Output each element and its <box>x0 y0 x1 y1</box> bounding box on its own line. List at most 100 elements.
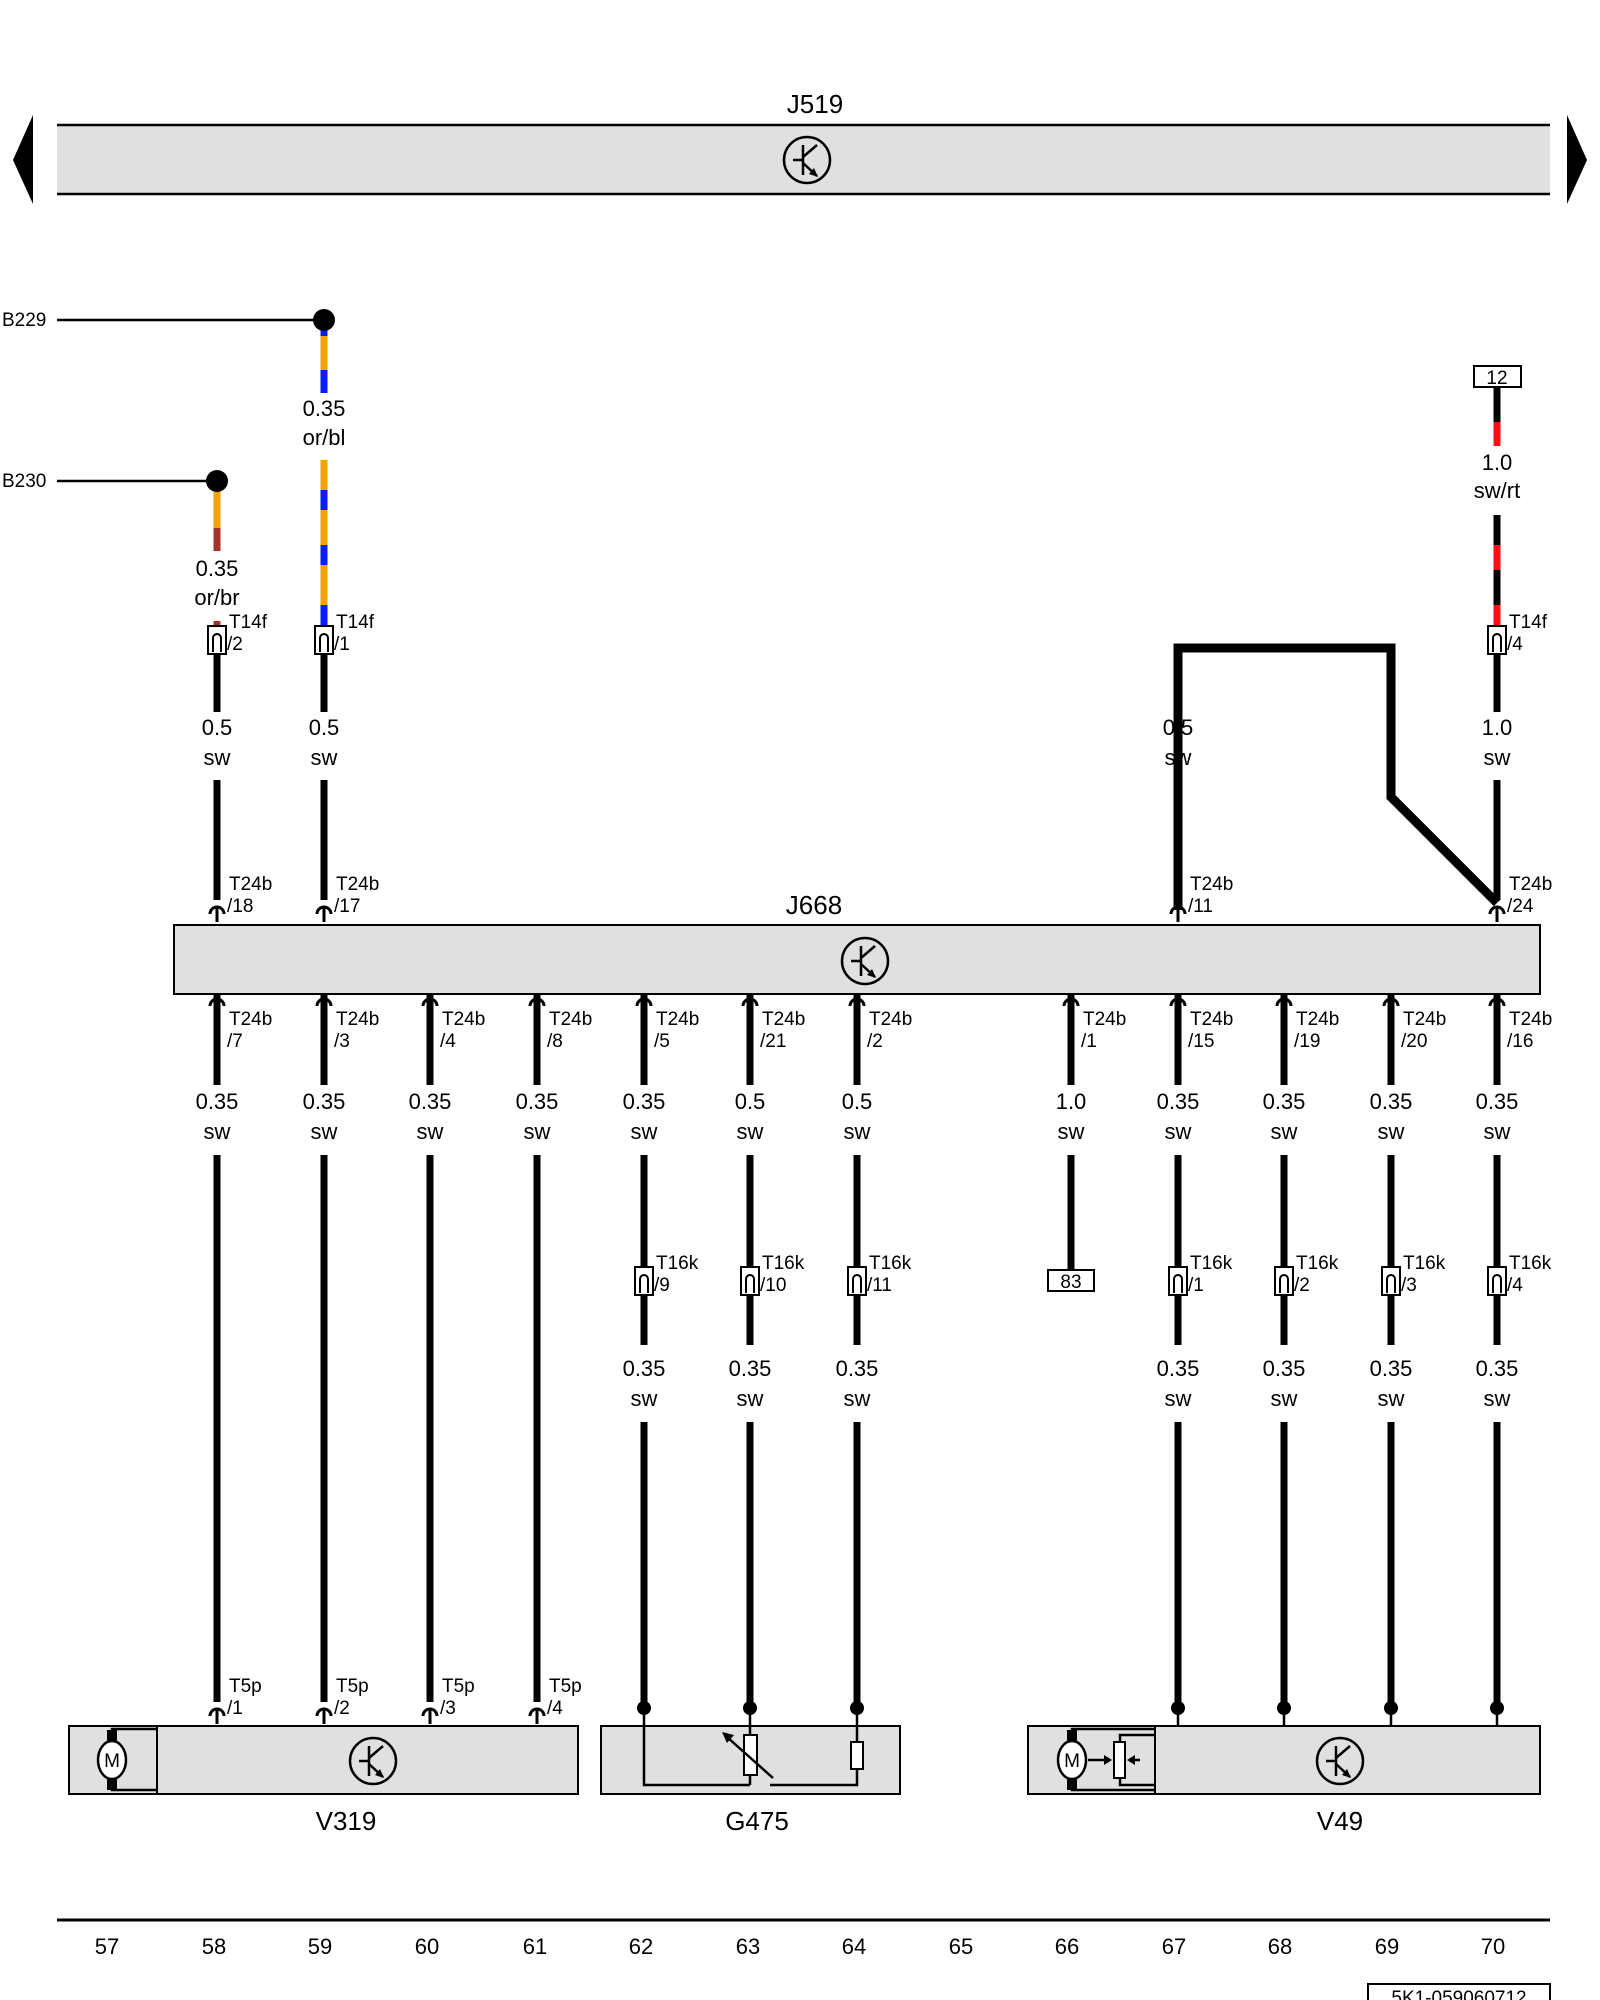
wire-gauge: 0.35 <box>196 556 239 581</box>
connector-t16k-symbol <box>1386 1274 1396 1293</box>
connector-t14f-symbol <box>319 633 329 652</box>
connector-t14f-label: T14f <box>229 612 268 633</box>
j519-label: J519 <box>787 89 843 119</box>
column-number: 70 <box>1481 1934 1505 1959</box>
wire-gauge: 0.5 <box>309 715 340 740</box>
connector-t24b-label: T24b <box>549 1009 592 1030</box>
b230-label: B230 <box>2 471 46 492</box>
splice-b229 <box>313 309 335 331</box>
wire-gauge: 0.35 <box>1370 1089 1413 1114</box>
j668-transistor-icon-symbol <box>851 945 876 978</box>
connector-t16k-label: T16k <box>1403 1253 1446 1274</box>
wire-color: sw <box>1484 745 1511 770</box>
connector-t24b-pin-label: /11 <box>1188 896 1213 917</box>
page-left-arrow-icon[interactable] <box>13 115 33 204</box>
terminal-83-label: 83 <box>1060 1272 1081 1293</box>
wire-color: sw <box>1378 1119 1405 1144</box>
connector-t24b-pin-label: /20 <box>1401 1031 1427 1052</box>
wire-color: sw <box>1271 1386 1298 1411</box>
wire-gauge: 0.5 <box>1163 715 1194 740</box>
page-right-arrow-icon[interactable] <box>1567 115 1587 204</box>
wire-color: sw <box>1165 1386 1192 1411</box>
terminal-83-box <box>1047 1269 1095 1292</box>
wire-gauge: 0.35 <box>836 1356 879 1381</box>
connector-t24b-label: T24b <box>336 1009 379 1030</box>
wire-color: sw <box>631 1119 658 1144</box>
connector-t24b-pin-label: /17 <box>334 896 360 917</box>
connector-t16k-symbol <box>1492 1274 1502 1293</box>
connector-t5p-pin-label: /2 <box>334 1698 350 1719</box>
j519-transistor-icon-arrow <box>809 168 818 177</box>
connector-t24b-label: T24b <box>442 1009 485 1030</box>
v49-pot-arrows-icon <box>1104 1755 1135 1765</box>
wire-color: sw <box>524 1119 551 1144</box>
column-number: 62 <box>629 1934 653 1959</box>
column-number: 66 <box>1055 1934 1079 1959</box>
connector-t24b-pin-label: /18 <box>227 896 253 917</box>
connector-t24b-pin-label: /16 <box>1507 1031 1533 1052</box>
v319-transistor-icon-arrow <box>375 1769 384 1778</box>
doc-id-box <box>1367 1983 1551 2000</box>
wire-gauge: 0.35 <box>1263 1356 1306 1381</box>
connector-t14f-pin-label: /1 <box>334 634 350 655</box>
connector-t24b-label: T24b <box>762 1009 805 1030</box>
connector-t5p-pin-label: /3 <box>440 1698 456 1719</box>
wire-gauge: 0.5 <box>842 1089 873 1114</box>
connector-t16k-icon <box>1168 1266 1188 1296</box>
connector-t24b-label: T24b <box>336 874 379 895</box>
wire-gauge: 0.35 <box>729 1356 772 1381</box>
wire-color: sw <box>844 1119 871 1144</box>
wire-color: or/bl <box>303 425 346 450</box>
j519-transistor-icon-symbol <box>793 144 818 177</box>
connector-t24b-pin-label: /1 <box>1081 1031 1097 1052</box>
wire-color: sw <box>631 1386 658 1411</box>
connector-t24b-label: T24b <box>1509 1009 1552 1030</box>
v319-transistor-icon-symbol <box>359 1745 384 1778</box>
connector-t24b-pin-label: /7 <box>227 1031 243 1052</box>
column-number: 63 <box>736 1934 760 1959</box>
loop-wire[interactable] <box>1173 643 1501 910</box>
wire-gauge: 0.35 <box>303 396 346 421</box>
wire-gauge: 0.35 <box>409 1089 452 1114</box>
wire-color: sw <box>1165 745 1192 770</box>
wire-gauge: 1.0 <box>1482 450 1513 475</box>
g475-arrow-icon <box>722 1732 734 1743</box>
connector-t16k-icon <box>634 1266 654 1296</box>
connector-t24b-label: T24b <box>1403 1009 1446 1030</box>
connector-t16k-pin-label: /4 <box>1507 1275 1523 1296</box>
wire-gauge: 0.35 <box>623 1089 666 1114</box>
connector-t16k-icon <box>1274 1266 1294 1296</box>
connector-t16k-pin-label: /9 <box>654 1275 670 1296</box>
column-number: 65 <box>949 1934 973 1959</box>
connector-t16k-icon <box>1381 1266 1401 1296</box>
connector-t16k-label: T16k <box>762 1253 805 1274</box>
connector-t16k-pin-label: /2 <box>1294 1275 1310 1296</box>
g475-resistor-icon <box>850 1741 864 1770</box>
wire-gauge: 0.35 <box>196 1089 239 1114</box>
connector-t16k-icon <box>740 1266 760 1296</box>
connector-t16k-pin-label: /1 <box>1188 1275 1204 1296</box>
connector-t16k-label: T16k <box>1509 1253 1552 1274</box>
g475-label: G475 <box>725 1806 789 1836</box>
wire-color: sw <box>1271 1119 1298 1144</box>
connector-t16k-label: T16k <box>1296 1253 1339 1274</box>
wire-color: sw <box>417 1119 444 1144</box>
v319-transistor-icon <box>348 1736 398 1786</box>
wire-gauge: 0.5 <box>735 1089 766 1114</box>
connector-t24b-pin-label: /2 <box>867 1031 883 1052</box>
connector-t16k-label: T16k <box>869 1253 912 1274</box>
wire-color: sw <box>204 745 231 770</box>
connector-t24b-pin-label: /3 <box>334 1031 350 1052</box>
connector-t24b-pin-label: /15 <box>1188 1031 1214 1052</box>
connector-t16k-pin-label: /10 <box>760 1275 786 1296</box>
connector-t24b-label: T24b <box>1509 874 1552 895</box>
v49-transistor-icon-symbol <box>1326 1745 1351 1778</box>
column-number: 68 <box>1268 1934 1292 1959</box>
connector-t14f-icon <box>1487 625 1507 655</box>
connector-t5p-pin-label: /4 <box>547 1698 563 1719</box>
terminal-12-label: 12 <box>1486 368 1507 389</box>
connector-t14f-icon <box>314 625 334 655</box>
v49-transistor-icon <box>1315 1736 1365 1786</box>
wire-color: sw <box>1058 1119 1085 1144</box>
